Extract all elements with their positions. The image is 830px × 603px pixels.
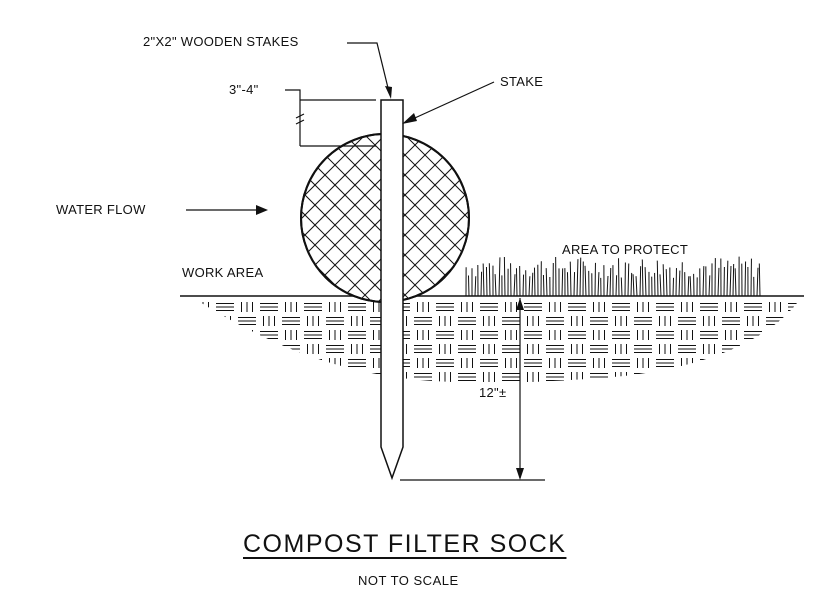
wooden-stake [380, 99, 404, 481]
diagram-subtitle: NOT TO SCALE [358, 573, 459, 588]
stake-height-dimension [285, 89, 376, 147]
vegetation [465, 256, 761, 297]
depth-arrowhead-top [516, 298, 524, 310]
stake-label: STAKE [500, 74, 544, 89]
stake-height-label: 3"-4" [229, 82, 259, 97]
water-flow-label: WATER FLOW [56, 202, 146, 217]
area-to-protect-label: AREA TO PROTECT [562, 242, 689, 257]
depth-arrowhead-bottom [516, 468, 524, 480]
depth-dimension [400, 298, 545, 481]
soil-hatch [194, 302, 802, 382]
work-area-label: WORK AREA [182, 265, 264, 280]
wooden-stakes-leader [347, 42, 390, 93]
stake-leader [405, 81, 495, 123]
depth-label: 12"± [477, 385, 509, 400]
diagram-title: COMPOST FILTER SOCK [243, 530, 567, 558]
wooden-stakes-arrowhead [385, 86, 392, 99]
water-flow-arrow [186, 205, 268, 215]
stake-arrowhead [402, 113, 417, 124]
wooden-stakes-label: 2"X2" WOODEN STAKES [143, 34, 299, 49]
